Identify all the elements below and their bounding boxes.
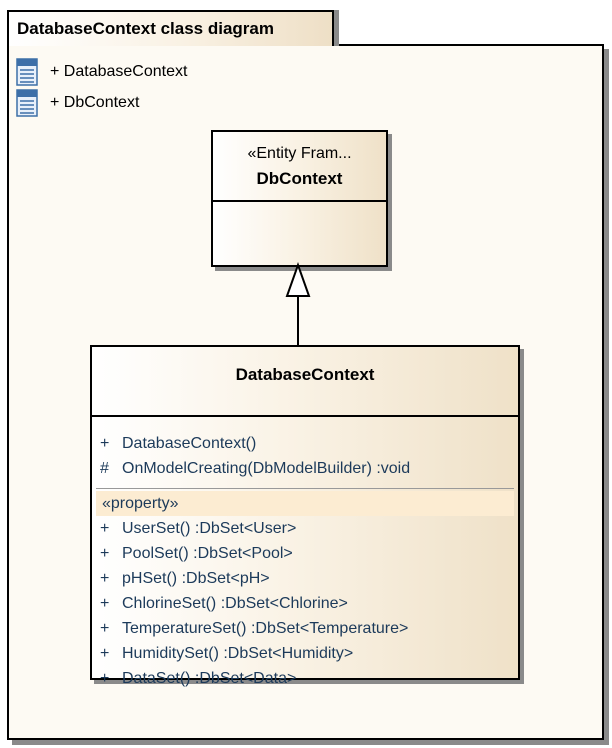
operation-row[interactable]: + DatabaseContext() [92,431,518,456]
visibility-marker: + [100,669,110,687]
property-signature: pHSet() :DbSet<pH> [122,569,270,587]
operation-row[interactable]: # OnModelCreating(DbModelBuilder) :void [92,456,518,481]
property-signature: UserSet() :DbSet<User> [122,519,297,537]
class-icon [16,57,38,86]
properties-compartment: + UserSet() :DbSet<User> + PoolSet() :Db… [92,516,518,691]
class-databasecontext[interactable]: DatabaseContext + DatabaseContext() # On… [90,345,520,687]
property-row[interactable]: + pHSet() :DbSet<pH> [92,566,518,591]
diagram-title: DatabaseContext class diagram [17,19,274,38]
operation-signature: OnModelCreating(DbModelBuilder) :void [122,459,411,477]
element-list-item[interactable]: + DatabaseContext [16,56,187,87]
compartment-divider [96,488,514,489]
visibility-marker: + [100,644,110,662]
property-stereotype-label: «property» [96,491,514,516]
visibility-marker: # [100,459,109,477]
property-row[interactable]: + PoolSet() :DbSet<Pool> [92,541,518,566]
operation-signature: DatabaseContext() [122,434,257,452]
visibility-marker: + [100,569,110,587]
class-header: «Entity Fram... DbContext [213,132,386,202]
visibility-marker: + [100,594,110,612]
property-row[interactable]: + UserSet() :DbSet<User> [92,516,518,541]
property-row[interactable]: + ChlorineSet() :DbSet<Chlorine> [92,591,518,616]
operations-compartment: + DatabaseContext() # OnModelCreating(Db… [92,417,518,481]
property-signature: DataSet() :DbSet<Data> [122,669,297,687]
element-list-label: + DatabaseContext [50,62,188,80]
property-signature: ChlorineSet() :DbSet<Chlorine> [122,594,348,612]
visibility-marker: + [100,434,110,452]
class-name: DatabaseContext [235,365,375,384]
visibility-marker: + [100,619,110,637]
property-row[interactable]: + DataSet() :DbSet<Data> [92,666,518,691]
property-row[interactable]: + HumiditySet() :DbSet<Humidity> [92,641,518,666]
class-dbcontext[interactable]: «Entity Fram... DbContext [211,130,388,267]
visibility-marker: + [100,544,110,562]
element-list-item[interactable]: + DbContext [16,87,187,118]
property-row[interactable]: + TemperatureSet() :DbSet<Temperature> [92,616,518,641]
class-stereotype: «Entity Fram... [247,145,352,162]
element-list: + DatabaseContext + DbContext [16,56,187,118]
visibility-marker: + [100,519,110,537]
class-header: DatabaseContext [92,365,518,417]
class-name: DbContext [256,169,343,188]
diagram-frame-tab: DatabaseContext class diagram [7,10,334,46]
property-signature: HumiditySet() :DbSet<Humidity> [122,644,354,662]
property-signature: PoolSet() :DbSet<Pool> [122,544,293,562]
class-icon [16,88,38,117]
property-signature: TemperatureSet() :DbSet<Temperature> [122,619,409,637]
element-list-label: + DbContext [50,93,140,111]
